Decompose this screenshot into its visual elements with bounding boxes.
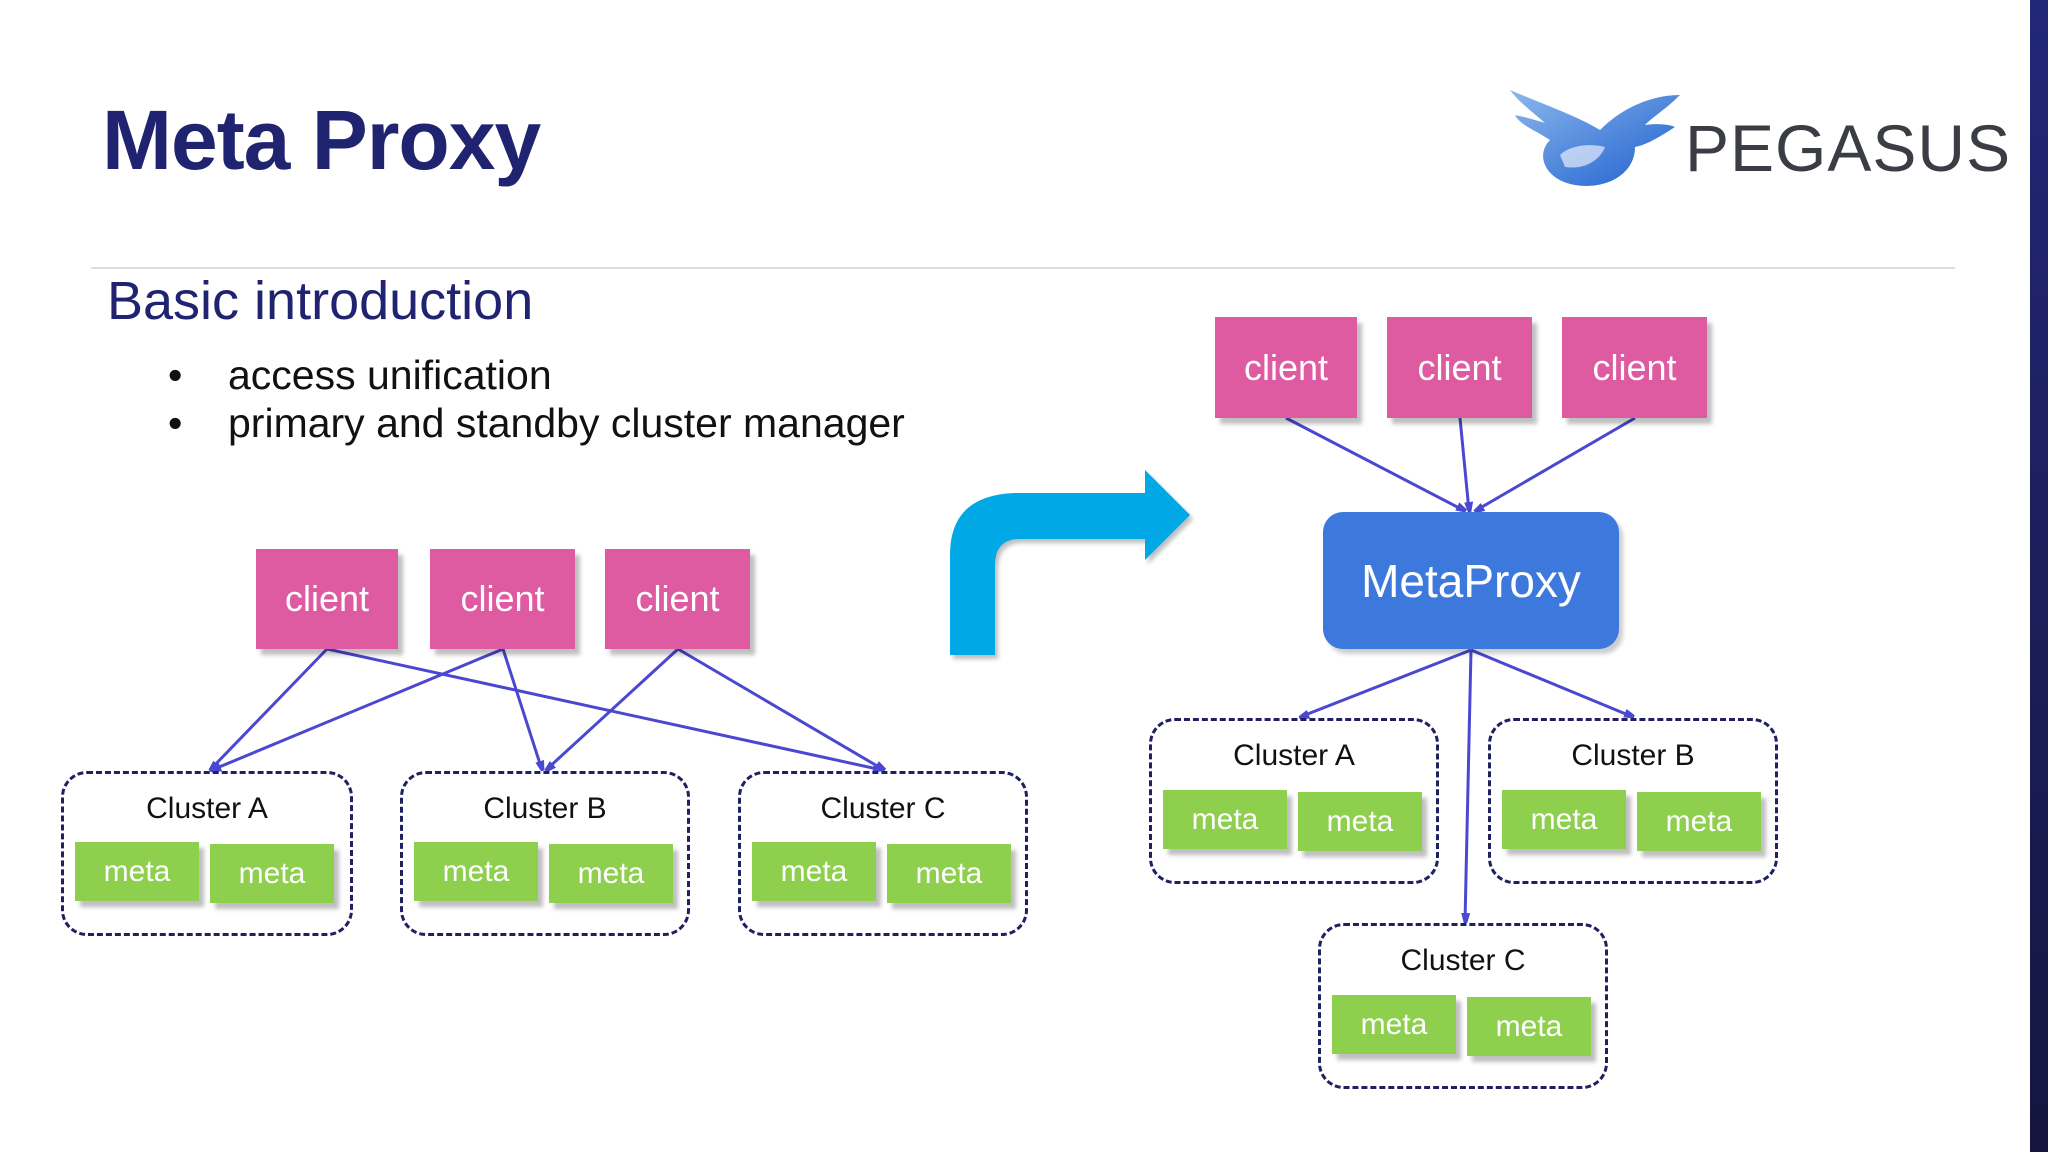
client-box: client [1387,317,1532,418]
edge-proxy-clusterC [1465,649,1473,922]
bullet-text: primary and standby cluster manager [228,400,905,446]
cluster-box-b: Cluster B meta meta [400,771,690,936]
meta-node: meta [75,842,199,901]
cluster-box-b: Cluster B meta meta [1488,718,1778,884]
meta-node: meta [1637,792,1761,851]
cluster-label: Cluster C [1400,944,1526,977]
section-heading: Basic introduction [107,271,534,331]
bullet-text: access unification [228,352,552,398]
edge-client3-clusterC [677,647,884,770]
client-box: client [430,549,575,649]
cluster-label: Cluster B [1571,739,1695,772]
meta-node: meta [887,844,1011,903]
edge-client3-clusterB [546,647,680,770]
client-box: client [1215,317,1357,418]
title-divider [91,267,1955,269]
bullet-item: • access unification [168,352,552,399]
meta-node: meta [1163,790,1287,849]
transition-arrow-icon [950,470,1190,655]
meta-node: meta [1298,792,1422,851]
meta-node: meta [1332,995,1456,1054]
edge-client2-proxy [1458,417,1469,511]
edge-client2-clusterB [501,648,542,770]
client-box: client [256,549,398,649]
edge-client1-clusterC [326,647,882,770]
edge-proxy-clusterB [1470,648,1633,717]
meta-node: meta [1502,790,1626,849]
client-box: client [605,549,750,649]
edge-client1-proxy [1285,416,1465,511]
cluster-box-a: Cluster A meta meta [61,771,353,936]
cluster-label: Cluster A [146,792,268,825]
bullet-icon: • [168,400,183,446]
slide-side-bar [2030,0,2048,1152]
meta-node: meta [414,842,538,901]
metaproxy-box: MetaProxy [1323,512,1619,649]
cluster-label: Cluster C [820,792,946,825]
edge-proxy-clusterA [1300,648,1472,717]
cluster-label: Cluster A [1233,739,1355,772]
bullet-item: • primary and standby cluster manager [168,400,905,447]
slide-title: Meta Proxy [102,93,541,187]
edge-client2-clusterA [212,647,504,770]
bullet-icon: • [168,352,183,398]
logo-text: PEGASUS [1685,111,2012,185]
cluster-label: Cluster B [483,792,607,825]
pegasus-wing-icon [1510,90,1680,186]
edge-client3-proxy [1475,416,1636,511]
meta-node: meta [210,844,334,903]
edge-client1-clusterA [210,647,329,770]
cluster-box-a: Cluster A meta meta [1149,718,1439,884]
client-box: client [1562,317,1707,418]
meta-node: meta [549,844,673,903]
cluster-box-c: Cluster C meta meta [1318,923,1608,1089]
meta-node: meta [1467,997,1591,1056]
cluster-box-c: Cluster C meta meta [738,771,1028,936]
meta-node: meta [752,842,876,901]
